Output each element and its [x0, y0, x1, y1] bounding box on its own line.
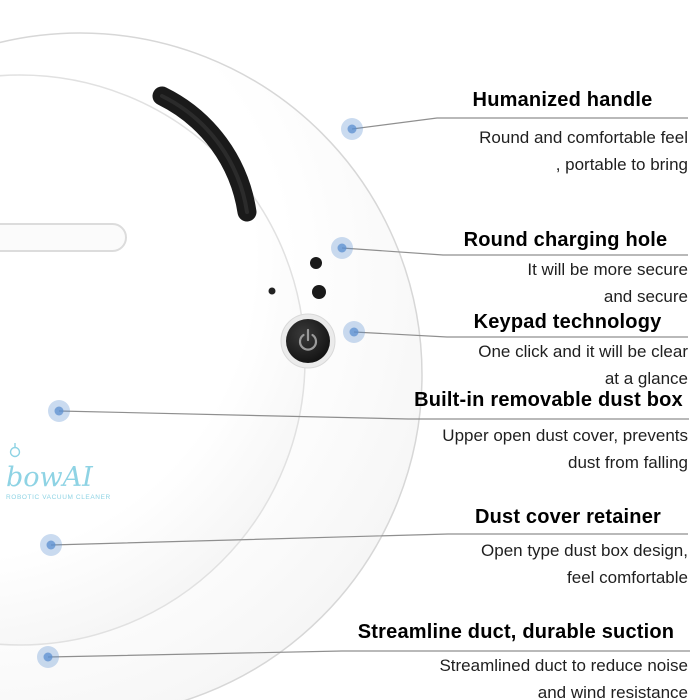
callout-title-handle: Humanized handle: [472, 89, 653, 111]
callout-line-duct: [47, 650, 690, 658]
callout-text-line: and secure: [603, 287, 688, 306]
callout-text-line: Open type dust box design,: [481, 541, 688, 560]
brand-logo: bowAI ROBOTIC VACUUM CLEANER: [6, 442, 111, 501]
callout-body-dust-box: Upper open dust cover, prevents dust fro…: [368, 422, 688, 476]
callout-title-charging-hole: Round charging hole: [463, 229, 668, 251]
callout-body-keypad: One click and it will be clear at a glan…: [368, 338, 688, 392]
brand-mark-icon: [9, 443, 21, 458]
callout-line-dust-box: [58, 410, 689, 420]
callout-title-dust-cover: Dust cover retainer: [474, 506, 662, 528]
connector-dot-duct: [37, 646, 59, 668]
callout-line-dust-cover: [50, 533, 688, 546]
callout-text-line: One click and it will be clear: [478, 342, 688, 361]
callout-text-line: at a glance: [604, 369, 688, 388]
callout-body-dust-cover: Open type dust box design, feel comforta…: [368, 537, 688, 591]
callout-line-handle: [351, 117, 688, 130]
callout-body-handle: Round and comfortable feel , portable to…: [368, 124, 688, 178]
callout-text-line: Upper open dust cover, prevents: [442, 426, 688, 445]
connector-dots: [37, 118, 365, 668]
lid-groove: [0, 223, 127, 252]
callout-text-line: dust from falling: [568, 453, 688, 472]
callout-body-duct: Streamlined duct to reduce noise and win…: [348, 652, 688, 700]
callout-title-keypad: Keypad technology: [473, 311, 662, 333]
brand-name: bowAI: [6, 462, 93, 493]
callout-text-line: It will be more secure: [527, 260, 688, 279]
callout-text-line: Round and comfortable feel: [479, 128, 688, 147]
charging-hole-small: [268, 287, 276, 295]
callout-text-line: , portable to bring: [555, 155, 688, 174]
callout-text-line: Streamlined duct to reduce noise: [439, 656, 688, 675]
carry-handle-highlight: [160, 94, 249, 214]
connector-dot-keypad: [343, 321, 365, 343]
brand-tagline: ROBOTIC VACUUM CLEANER: [6, 494, 111, 501]
callout-title-duct: Streamline duct, durable suction: [357, 621, 675, 643]
callout-body-charging-hole: It will be more secure and secure: [368, 256, 688, 310]
charging-hole-lower: [312, 285, 326, 299]
callout-line-keypad: [353, 331, 688, 338]
power-button: [280, 313, 336, 369]
connector-dot-dust-box: [48, 400, 70, 422]
callout-text-line: feel comfortable: [567, 568, 688, 587]
callout-text-line: and wind resistance: [537, 683, 688, 700]
charging-hole-upper: [310, 257, 322, 269]
power-icon: [298, 328, 318, 351]
connector-dot-charging-hole: [331, 237, 353, 259]
connector-dot-handle: [341, 118, 363, 140]
connector-dot-dust-cover: [40, 534, 62, 556]
callout-line-charging-hole: [341, 247, 688, 256]
callout-title-dust-box: Built-in removable dust box: [414, 389, 683, 411]
